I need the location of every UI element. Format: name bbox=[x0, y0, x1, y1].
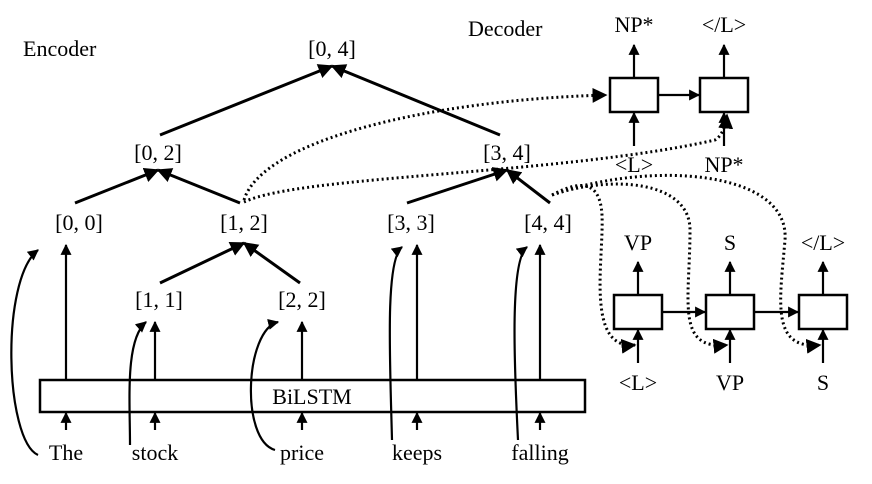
bottom-decoder-input-1: <L> bbox=[619, 370, 657, 395]
word-stock: stock bbox=[132, 440, 178, 465]
span-0-0: [0, 0] bbox=[55, 210, 103, 235]
top-decoder-cell-1 bbox=[608, 76, 660, 114]
top-decoder: NP* </L> <L> NP* bbox=[608, 12, 750, 177]
top-decoder-output-1: NP* bbox=[614, 12, 653, 37]
span-0-4: [0, 4] bbox=[308, 36, 356, 61]
span-1-1: [1, 1] bbox=[135, 287, 183, 312]
bilstm-to-span-arrows bbox=[60, 243, 546, 380]
bottom-decoder-cell-3 bbox=[797, 293, 849, 331]
top-decoder-cell-2 bbox=[698, 76, 750, 114]
span-2-2: [2, 2] bbox=[278, 287, 326, 312]
bottom-decoder-output-2: S bbox=[724, 230, 736, 255]
word-the: The bbox=[49, 440, 83, 465]
word-falling: falling bbox=[511, 440, 568, 465]
bottom-decoder: VP S </L> <L> VP S bbox=[612, 230, 849, 395]
span-0-2: [0, 2] bbox=[134, 140, 182, 165]
span-3-4: [3, 4] bbox=[483, 140, 531, 165]
span-3-3: [3, 3] bbox=[387, 210, 435, 235]
dotted-attention-links bbox=[242, 87, 822, 354]
word-price: price bbox=[280, 440, 324, 465]
span-1-2: [1, 2] bbox=[220, 210, 268, 235]
bottom-decoder-input-3: S bbox=[817, 370, 829, 395]
tree-edges bbox=[74, 64, 551, 285]
embedding-curve-arrows bbox=[10, 246, 528, 456]
decoder-heading: Decoder bbox=[468, 16, 543, 41]
bottom-decoder-output-3: </L> bbox=[801, 230, 845, 255]
top-decoder-input-2: NP* bbox=[704, 152, 743, 177]
span-4-4: [4, 4] bbox=[524, 210, 572, 235]
bottom-decoder-output-1: VP bbox=[624, 230, 652, 255]
top-decoder-output-2: </L> bbox=[702, 12, 746, 37]
bottom-decoder-input-2: VP bbox=[716, 370, 744, 395]
bilstm-label: BiLSTM bbox=[272, 384, 351, 409]
word-to-bilstm-arrows bbox=[60, 411, 546, 430]
bottom-decoder-cell-1 bbox=[612, 293, 664, 331]
bottom-decoder-cell-2 bbox=[704, 293, 756, 331]
encoder-heading: Encoder bbox=[23, 36, 97, 61]
word-keeps: keeps bbox=[392, 440, 442, 465]
